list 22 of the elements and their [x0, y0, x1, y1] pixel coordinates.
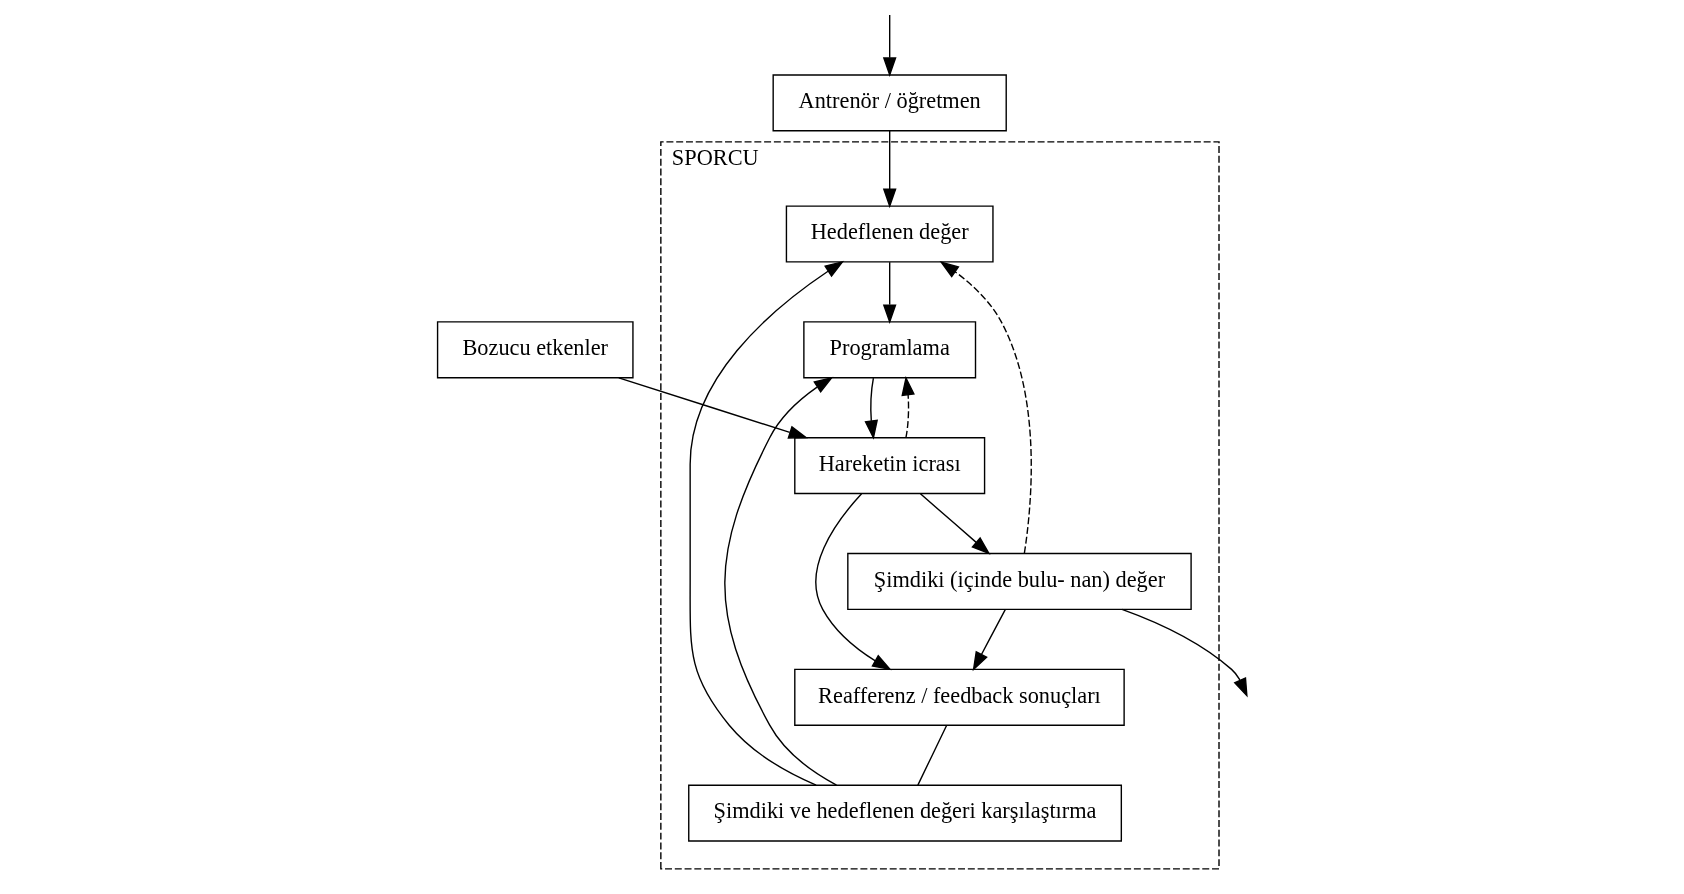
- arrow: [863, 377, 878, 440]
- arrow: [723, 376, 837, 786]
- node-box: Hareketin icrası: [793, 437, 985, 495]
- arrow: [1120, 608, 1248, 698]
- arrow: [688, 260, 844, 786]
- node-box: Programlama: [802, 321, 976, 379]
- node-box: Şimdiki ve hedeflenen değeri karşılaştırma: [687, 784, 1122, 842]
- arrow: [617, 377, 808, 439]
- arrow: [882, 130, 897, 209]
- arrow: [939, 261, 1032, 554]
- node-box: Antrenör / öğretmen: [771, 74, 1007, 132]
- node-box: Bozucu etkenler: [436, 321, 634, 379]
- arrow: [919, 493, 991, 555]
- node-box: Şimdiki (içinde bulu- nan) değer: [846, 552, 1192, 611]
- arrow: [882, 261, 897, 324]
- connector: [916, 724, 947, 786]
- node-box: Reafferenz / feedback sonuçları: [793, 668, 1125, 726]
- node-box: Hedeflenen değer: [785, 205, 994, 263]
- arrow: [882, 14, 897, 77]
- arrow: [814, 493, 892, 671]
- arrow: [900, 375, 915, 439]
- arrow: [972, 608, 1006, 672]
